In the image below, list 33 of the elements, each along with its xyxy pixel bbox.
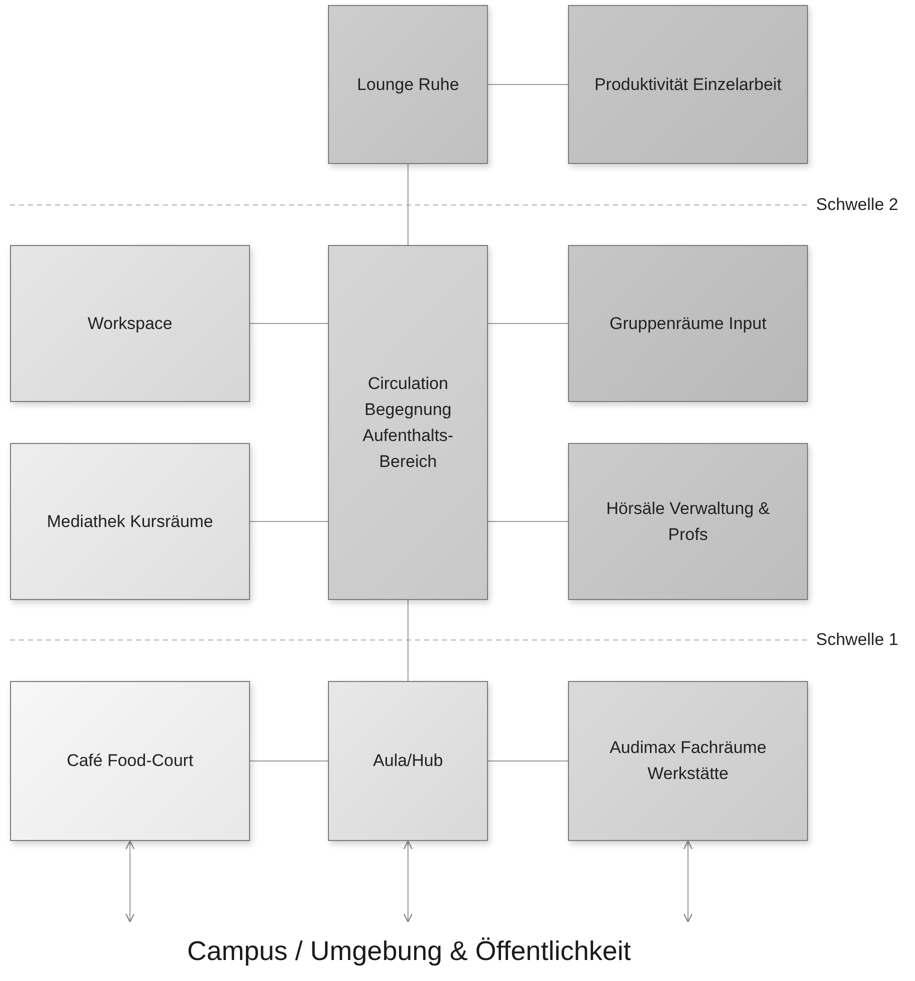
room-box (328, 5, 488, 164)
room-label: Lounge Ruhe (356, 74, 460, 96)
room-box (568, 245, 808, 402)
connector-line (250, 521, 328, 522)
room-label: Mediathek Kursräume (46, 510, 214, 532)
connector-line (488, 84, 568, 85)
connector-line (488, 760, 568, 762)
arrow (125, 840, 135, 923)
arrow (403, 840, 413, 923)
room-box (568, 681, 808, 841)
room-label: Produktivität Einzelarbeit (594, 74, 782, 96)
room-label: Workspace (88, 312, 172, 334)
room-box (568, 443, 808, 600)
connector-line (488, 521, 568, 522)
room-box (568, 5, 808, 164)
room-box (328, 245, 488, 600)
room-label: Aula/Hub (373, 750, 443, 772)
room-label: Circulation Begegnung Aufenthalts-Bereich (362, 372, 454, 472)
connector-line (250, 323, 328, 324)
room-box (328, 681, 488, 841)
threshold-label: Schwelle 2 (816, 194, 898, 216)
arrow (683, 840, 693, 923)
room-label: Gruppenräume Input (610, 312, 766, 334)
connector-line (488, 323, 568, 324)
room-label: Hörsäle Verwaltung & Profs (605, 498, 771, 546)
room-label: Audimax Fachräume Werkstätte (608, 737, 768, 785)
room-box (10, 443, 250, 600)
room-box (10, 245, 250, 402)
area-label: Campus / Umgebung & Öffentlichkeit (187, 935, 631, 968)
connector-line (250, 760, 328, 762)
room-box (10, 681, 250, 841)
threshold-label: Schwelle 1 (816, 629, 898, 651)
room-label: Café Food-Court (66, 750, 194, 772)
